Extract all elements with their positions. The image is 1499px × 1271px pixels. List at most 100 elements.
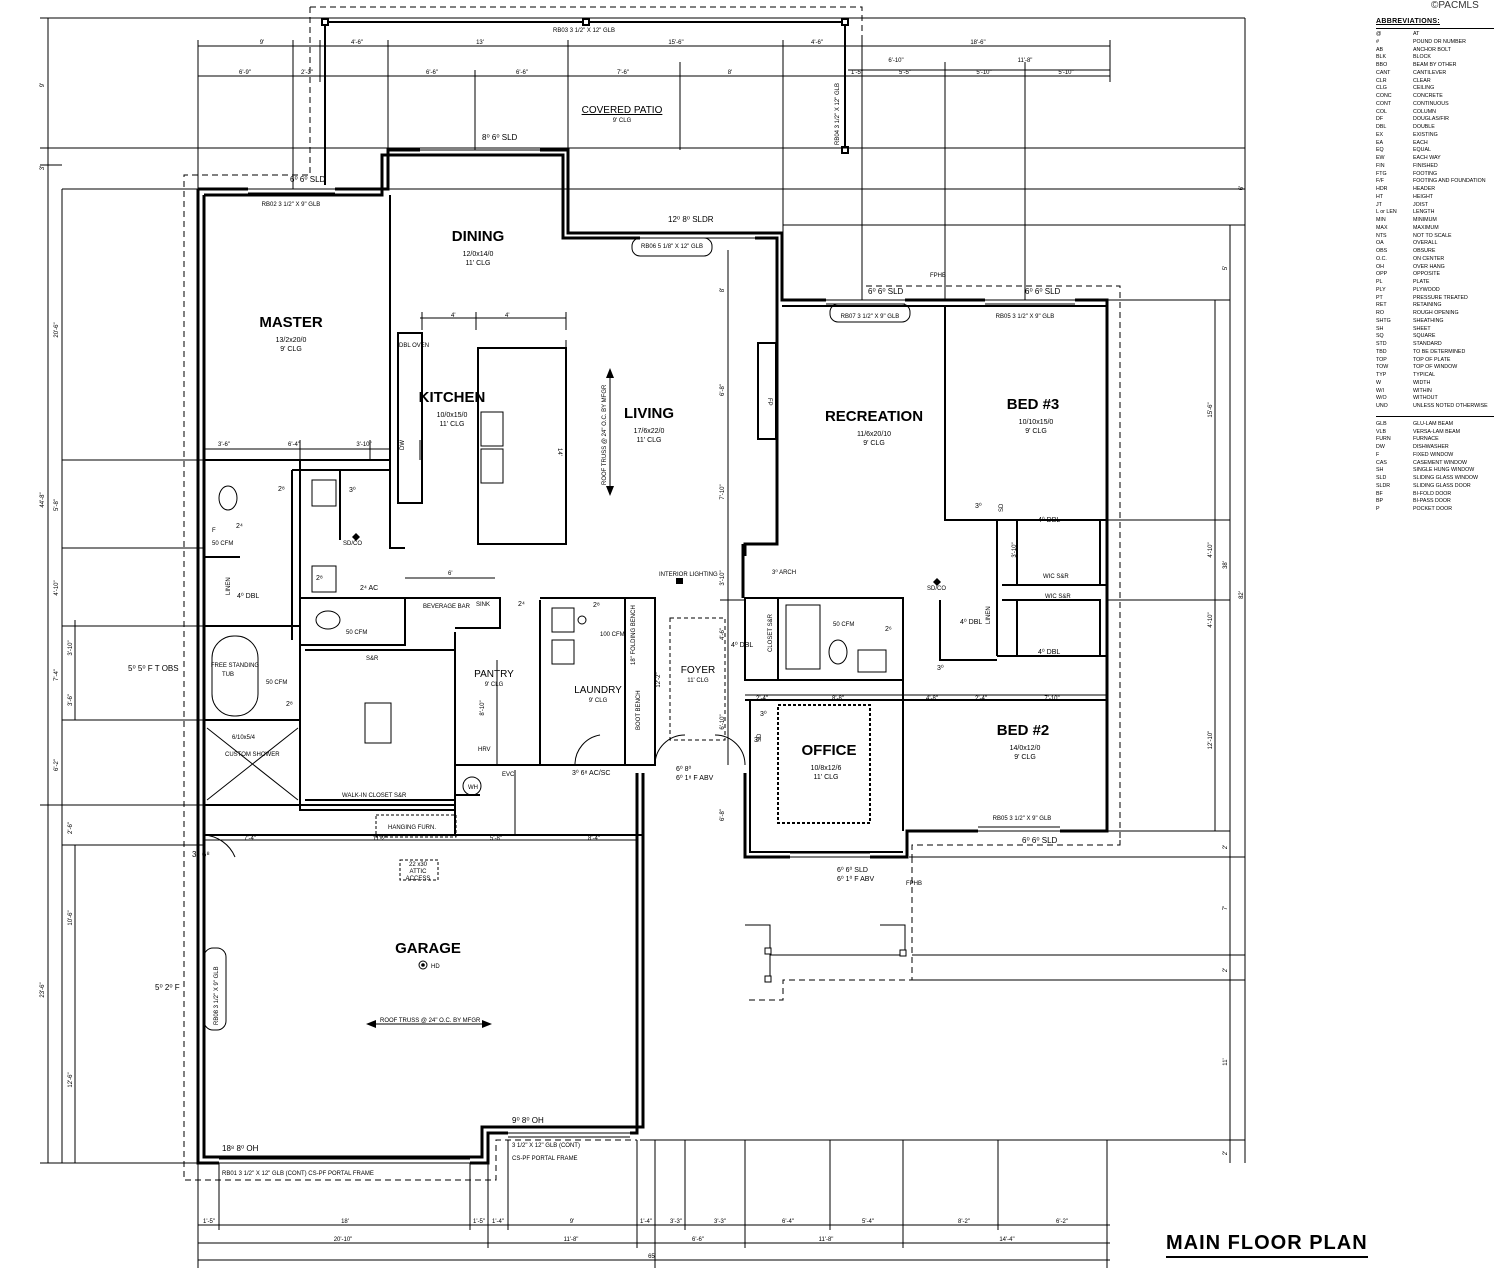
note-sdco-master: SD/CO	[343, 541, 362, 547]
note-walkin: WALK-IN CLOSET S&R	[342, 793, 407, 799]
abbreviation-meaning: OPPOSITE	[1413, 271, 1441, 278]
abbreviation-key: COL	[1376, 108, 1387, 115]
dim-interior: 11'-2"	[373, 836, 388, 842]
abbreviation-key: W	[1376, 379, 1381, 386]
note-patio-clg: 9' CLG	[613, 118, 632, 124]
abbreviation-meaning: CONCRETE	[1413, 93, 1443, 99]
door-40dbl-closet: 4⁰ DBL	[731, 641, 753, 649]
abbreviation-meaning: ON CENTER	[1413, 255, 1445, 262]
abbreviation-key: CONT	[1376, 100, 1392, 107]
door-30-bed3: 3⁰	[975, 502, 982, 510]
abbreviation-meaning: TOP OF WINDOW	[1413, 364, 1458, 371]
note-interior-lighting: INTERIOR LIGHTING	[659, 572, 718, 578]
room-office: OFFICE 10/8x12/6 11' CLG	[802, 742, 857, 781]
dim-interior: 6'-4"	[288, 442, 300, 448]
dim-bottom1: 1'-5"	[473, 1219, 485, 1225]
dim-interior: 3'-10"	[356, 442, 371, 448]
abbreviation-key: GLB	[1376, 420, 1387, 427]
abbreviation-key: TOW	[1376, 364, 1389, 371]
note-garage-door-1: 18⁸ 8⁰ OH	[222, 1144, 259, 1153]
door-24-pantry: 2⁴	[518, 601, 525, 608]
dim-top3: 1'-5"	[851, 70, 863, 76]
abbreviation-meaning: WIDTH	[1413, 379, 1431, 386]
note-cfm-powder: 50 CFM	[346, 630, 367, 636]
note-sdco-hall: SD/CO	[927, 586, 946, 592]
note-wic-bed2: WIC S&R	[1045, 594, 1071, 600]
abbreviation-key: RET	[1376, 302, 1387, 309]
dim-left-small: 3'-10"	[68, 640, 74, 655]
note-beverage-bar: BEVERAGE BAR	[423, 604, 471, 610]
abbreviation-meaning: PRESSURE TREATED	[1413, 294, 1468, 301]
note-portal-frame: CS-PF PORTAL FRAME	[512, 1156, 578, 1162]
note-acsc: 3⁰ 6⁸ AC/SC	[572, 769, 610, 777]
dim-right-inner: 2'	[1223, 845, 1229, 849]
abbreviation-meaning: SLIDING GLASS WINDOW	[1413, 475, 1479, 481]
dim-top1: 15'-6"	[668, 40, 683, 46]
abbreviation-meaning: DISHWASHER	[1413, 444, 1449, 450]
room-clg-kitchen: 11' CLG	[440, 421, 465, 428]
dim-bottom1: 6'-2"	[1056, 1219, 1068, 1225]
dim-kitchen-b: 4'	[505, 313, 509, 319]
abbreviation-row: O.C.ON CENTER	[1376, 256, 1494, 264]
abbreviation-meaning: SLIDING GLASS DOOR	[1413, 482, 1471, 489]
abbreviation-row: @AT	[1376, 31, 1494, 39]
note-beam-rb06: RB06 5 1/8" X 12" GLB	[641, 244, 703, 250]
door-28-wc: 2⁸	[278, 486, 285, 493]
abbreviation-meaning: TO BE DETERMINED	[1413, 348, 1466, 355]
room-name-office: OFFICE	[802, 742, 857, 759]
interior-walls	[203, 147, 1107, 1166]
abbreviation-key: SQ	[1376, 333, 1384, 340]
note-evci: EVCI	[502, 772, 516, 778]
abbreviation-meaning: BI-FOLD DOOR	[1413, 490, 1452, 497]
abbreviation-key: OPP	[1376, 271, 1388, 278]
abbreviation-meaning: NOT TO SCALE	[1413, 232, 1452, 239]
room-clg-living: 11' CLG	[637, 437, 662, 444]
dim-left-inner: 20'-6"	[54, 322, 60, 337]
abbreviation-row: #POUND OR NUMBER	[1376, 39, 1494, 47]
door-30-office: 3⁰	[760, 710, 767, 718]
right-dims: 6' 38' 82' 5' 7' 2' 11' 2' 15'-6" 4'-10"…	[1208, 186, 1245, 1155]
abbreviation-key: UNO	[1376, 403, 1388, 409]
note-shower-size: 6/10x5/4	[232, 735, 256, 741]
abbreviation-key: OBS	[1376, 248, 1388, 254]
page-title: MAIN FLOOR PLAN	[1166, 1232, 1368, 1258]
abbreviation-key: RO	[1376, 310, 1384, 316]
abbreviation-meaning: FOOTING	[1413, 170, 1438, 177]
abbreviation-key: @	[1376, 31, 1382, 37]
abbreviation-key: #	[1376, 38, 1379, 45]
dimension-text: 9' 4'-6" 13' 15'-6" 4'-6" 18'-6" 6'-9" 2…	[40, 40, 1245, 1260]
note-beam-rb05-top: RB05 3 1/2" X 9" GLB	[996, 314, 1055, 320]
abbreviation-meaning: COLUMN	[1413, 108, 1436, 115]
abbreviation-meaning: MAXIMUM	[1413, 224, 1439, 231]
abbreviation-meaning: LENGTH	[1413, 209, 1435, 216]
dim-interior: 6'-10"	[720, 714, 726, 729]
note-attic-size: 22 x30	[409, 862, 428, 868]
dim-bottom1: 3'-3"	[670, 1219, 682, 1225]
abbreviation-meaning: TYPICAL	[1413, 372, 1436, 378]
note-sld-master: 6⁰ 6⁰ SLD	[290, 175, 326, 184]
abbreviation-meaning: WITHOUT	[1413, 395, 1438, 402]
room-bed2: BED #2 14/0x12/0 9' CLG	[997, 722, 1050, 761]
abbreviation-key: FURN	[1376, 436, 1391, 443]
dim-interior: 4'-6"	[720, 628, 726, 640]
dim-right-inner: 4'-10"	[1208, 612, 1214, 627]
door-40dbl-bed2: 4⁰ DBL	[1038, 648, 1060, 656]
abbreviation-key: SLDR	[1376, 482, 1391, 489]
dim-left-inner: 10'-6"	[68, 910, 74, 925]
abbreviation-key: DF	[1376, 116, 1384, 123]
